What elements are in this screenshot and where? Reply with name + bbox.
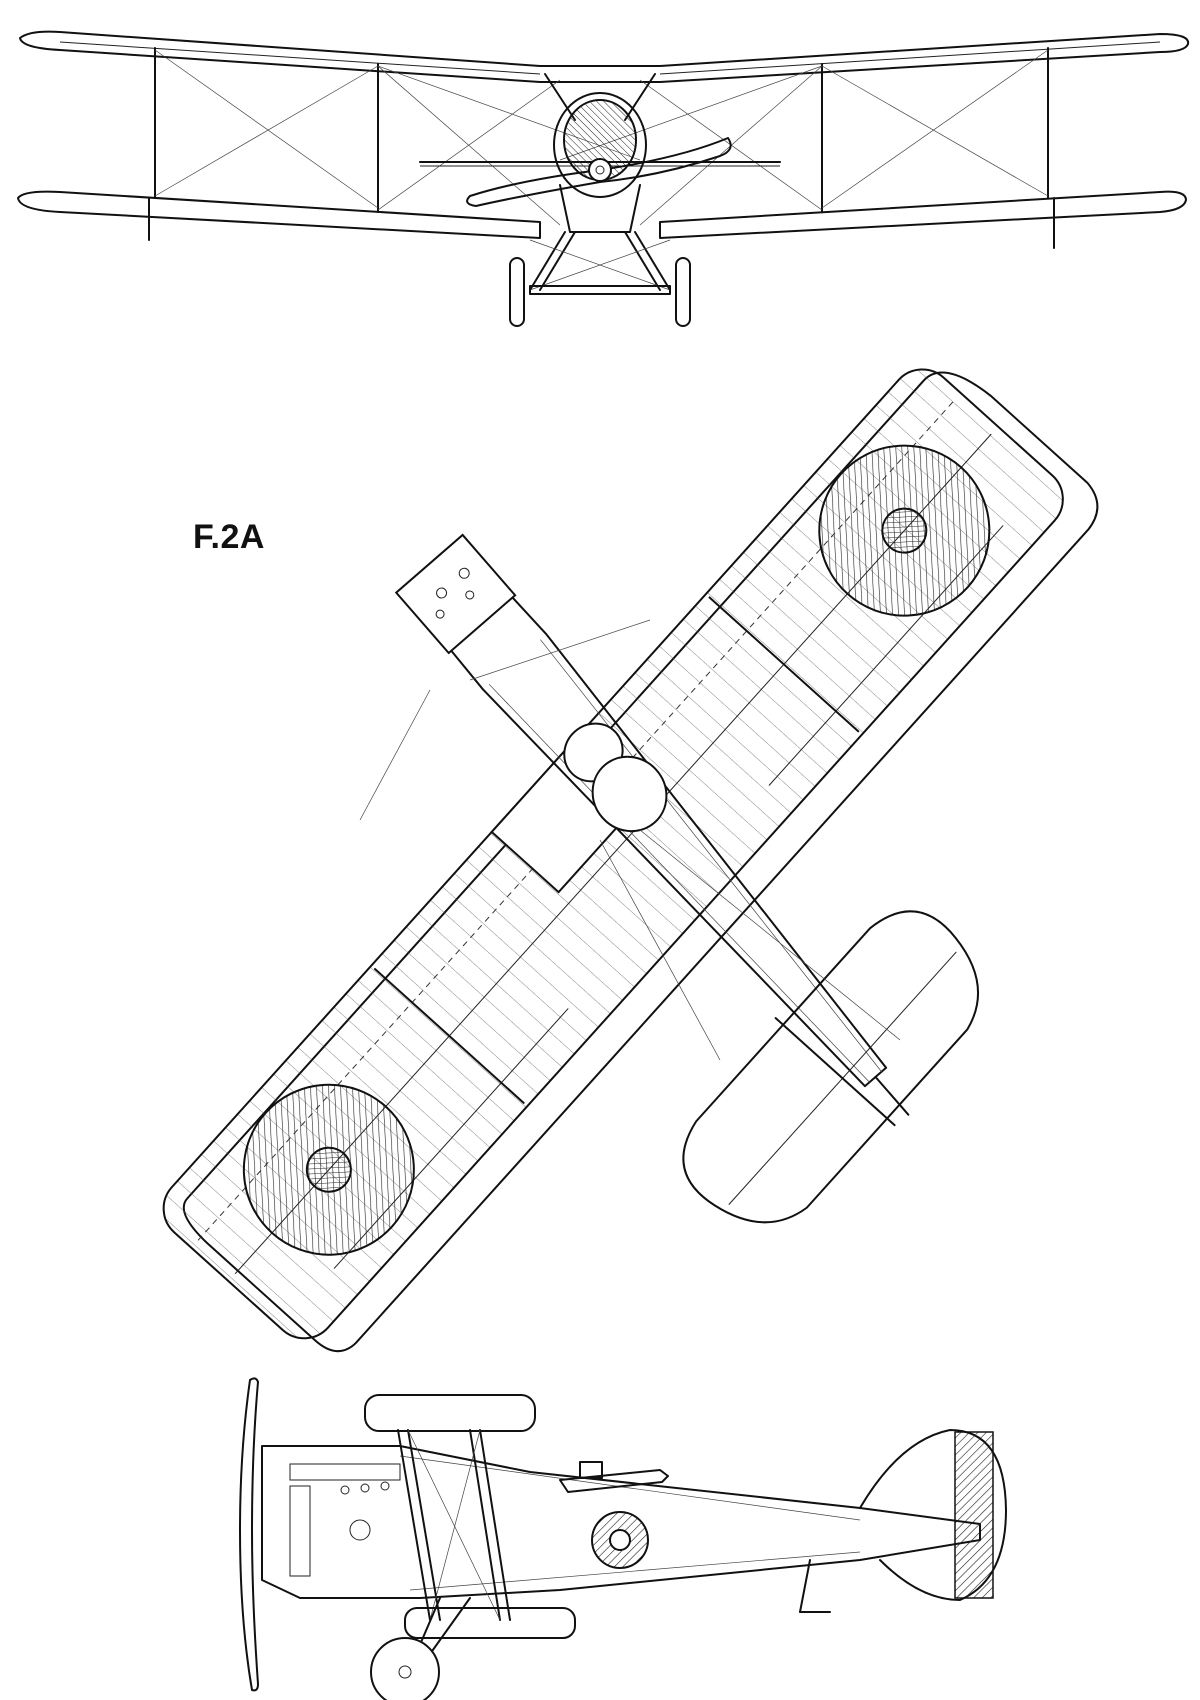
front-wheel: [509, 257, 525, 327]
side-propeller: [239, 1377, 259, 1692]
side-strut: [397, 1429, 431, 1621]
side-lower-wing: [404, 1607, 576, 1639]
side-upper-wing: [364, 1394, 536, 1432]
plan-tailplane: [682, 910, 979, 1224]
propeller-hub: [588, 158, 612, 182]
side-gun: [559, 1469, 669, 1493]
side-view: [239, 1377, 1007, 1700]
side-fuselage: [261, 1445, 981, 1599]
front-view: [17, 30, 1190, 327]
side-wheel: [370, 1637, 440, 1700]
front-lower-wing: [17, 190, 541, 239]
front-axle: [529, 285, 671, 295]
plan-cockpit-observer: [591, 755, 668, 833]
plan-engine: [394, 533, 517, 655]
front-upper-wing: [19, 30, 1190, 83]
plan-view: [162, 368, 1099, 1353]
aircraft-model-label: F.2A: [193, 518, 265, 556]
side-fin-rudder: [859, 1429, 1007, 1601]
